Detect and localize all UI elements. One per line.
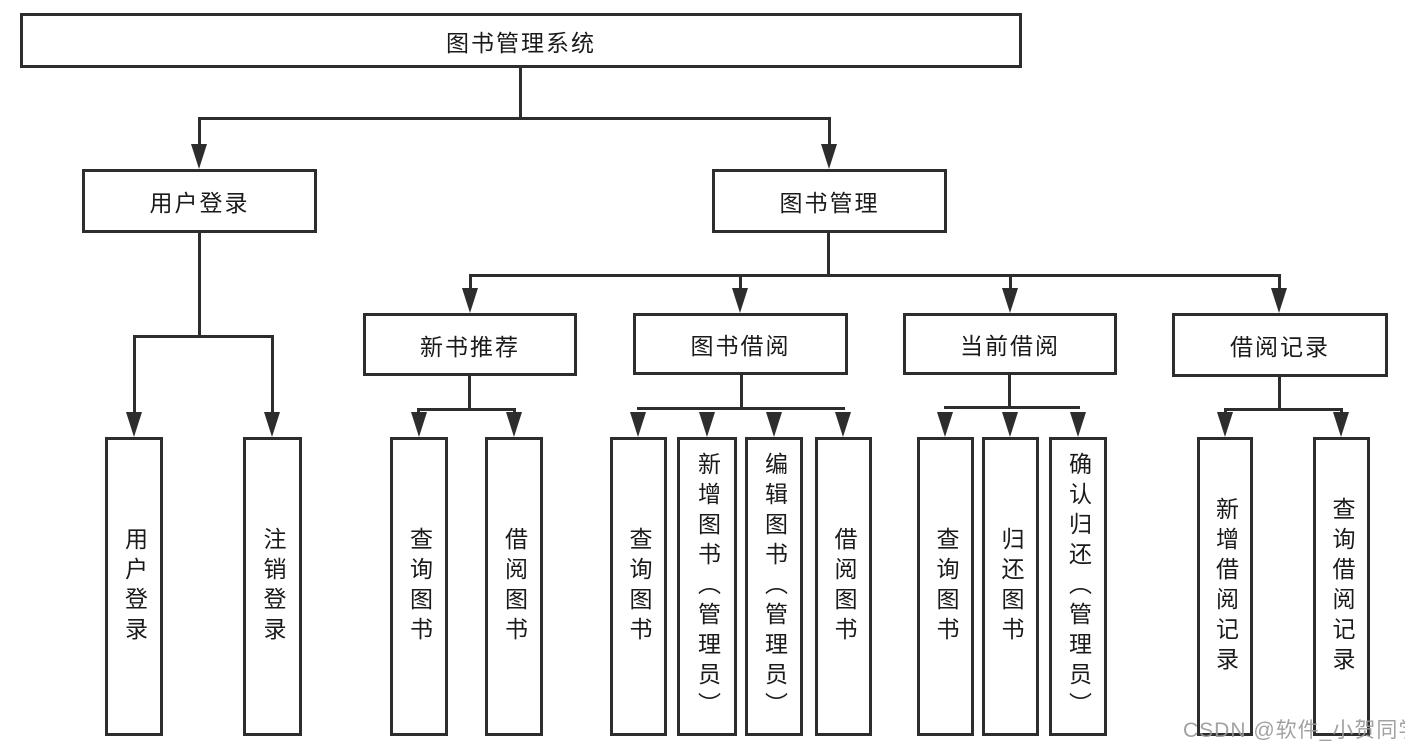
node-user-login: 用户登录 xyxy=(105,437,163,736)
connector-line xyxy=(637,407,845,410)
arrow-down-icon xyxy=(1002,288,1018,313)
node-borrow-books-recommend: 借阅图书 xyxy=(485,437,543,736)
node-label: 用户登录 xyxy=(121,526,148,647)
connector-line xyxy=(1340,408,1343,415)
node-borrowing-records: 借阅记录 xyxy=(1172,313,1388,377)
connector-line xyxy=(1224,408,1343,411)
arrow-down-icon xyxy=(1070,412,1086,437)
node-query-books-current: 查询图书 xyxy=(917,437,974,736)
arrow-down-icon xyxy=(1271,288,1287,313)
node-book-management: 图书管理 xyxy=(712,169,947,233)
connector-line xyxy=(1278,274,1281,291)
connector-line xyxy=(198,232,201,338)
arrow-down-icon xyxy=(1002,412,1018,437)
arrow-down-icon xyxy=(821,144,837,169)
arrow-down-icon xyxy=(191,144,207,169)
connector-line xyxy=(827,232,830,277)
node-label: 新增借阅记录 xyxy=(1212,496,1239,677)
connector-line xyxy=(1278,376,1281,411)
node-label: 查询图书 xyxy=(406,526,433,647)
connector-line xyxy=(1008,374,1011,409)
node-label: 用户登录 xyxy=(149,190,250,216)
node-label: 借阅记录 xyxy=(1230,334,1330,360)
node-label: 借阅图书 xyxy=(501,526,528,647)
node-user-login-branch: 用户登录 xyxy=(82,169,317,233)
node-borrow-books-borrowing: 借阅图书 xyxy=(815,437,872,736)
arrow-down-icon xyxy=(699,412,715,437)
connector-line xyxy=(828,117,831,149)
connector-line xyxy=(739,274,742,291)
watermark-csdn: CSDN @软件_小贺同学 xyxy=(1183,719,1405,742)
node-return-books: 归还图书 xyxy=(982,437,1039,736)
node-label: 当前借阅 xyxy=(960,333,1060,359)
arrow-down-icon xyxy=(1217,412,1233,437)
arrow-down-icon xyxy=(506,412,522,437)
node-confirm-return-admin: 确认归还（管理员） xyxy=(1049,437,1107,736)
node-label: 图书管理系统 xyxy=(446,29,596,56)
arrow-down-icon xyxy=(1333,412,1349,437)
node-label: 归还图书 xyxy=(998,526,1024,647)
node-query-books-borrowing: 查询图书 xyxy=(610,437,667,736)
node-current-borrowing: 当前借阅 xyxy=(903,313,1117,375)
connector-line xyxy=(133,335,274,338)
connector-line xyxy=(740,374,743,410)
node-label: 编辑图书（管理员） xyxy=(761,451,788,722)
arrow-down-icon xyxy=(462,288,478,313)
connector-line xyxy=(198,117,201,149)
node-label: 查询借阅记录 xyxy=(1329,496,1355,677)
arrow-down-icon xyxy=(126,412,142,437)
arrow-down-icon xyxy=(766,412,782,437)
node-logout: 注销登录 xyxy=(243,437,302,736)
node-book-borrowing: 图书借阅 xyxy=(633,313,848,375)
connector-line xyxy=(198,117,830,120)
node-label: 图书借阅 xyxy=(690,333,791,359)
connector-line xyxy=(513,408,516,415)
node-new-book-recommendation: 新书推荐 xyxy=(363,313,577,376)
connector-line xyxy=(417,408,420,415)
connector-line xyxy=(519,68,522,120)
node-label: 确认归还（管理员） xyxy=(1065,451,1092,722)
node-label: 新书推荐 xyxy=(420,333,520,360)
node-label: 注销登录 xyxy=(260,526,286,647)
arrow-down-icon xyxy=(835,412,851,437)
node-add-books-admin: 新增图书（管理员） xyxy=(677,437,737,736)
connector-line xyxy=(271,335,274,415)
node-label: 查询图书 xyxy=(626,526,652,647)
connector-line xyxy=(133,335,136,415)
node-library-management-system: 图书管理系统 xyxy=(20,13,1022,68)
node-label: 借阅图书 xyxy=(831,526,857,647)
connector-line xyxy=(1009,274,1012,291)
connector-line xyxy=(1224,408,1227,415)
node-query-books-recommend: 查询图书 xyxy=(390,437,448,736)
connector-line xyxy=(417,408,516,411)
node-edit-books-admin: 编辑图书（管理员） xyxy=(745,437,803,736)
node-add-borrow-record: 新增借阅记录 xyxy=(1197,437,1253,736)
node-label: 图书管理 xyxy=(779,190,880,216)
arrow-down-icon xyxy=(411,412,427,437)
node-label: 查询图书 xyxy=(933,526,959,647)
node-query-borrow-record: 查询借阅记录 xyxy=(1313,437,1370,736)
arrow-down-icon xyxy=(264,412,280,437)
connector-line xyxy=(469,274,1281,277)
arrow-down-icon xyxy=(937,412,953,437)
connector-line xyxy=(468,375,471,411)
arrow-down-icon xyxy=(630,412,646,437)
connector-line xyxy=(944,406,1080,409)
arrow-down-icon xyxy=(732,288,748,313)
connector-line xyxy=(469,274,472,291)
node-label: 新增图书（管理员） xyxy=(694,451,721,722)
